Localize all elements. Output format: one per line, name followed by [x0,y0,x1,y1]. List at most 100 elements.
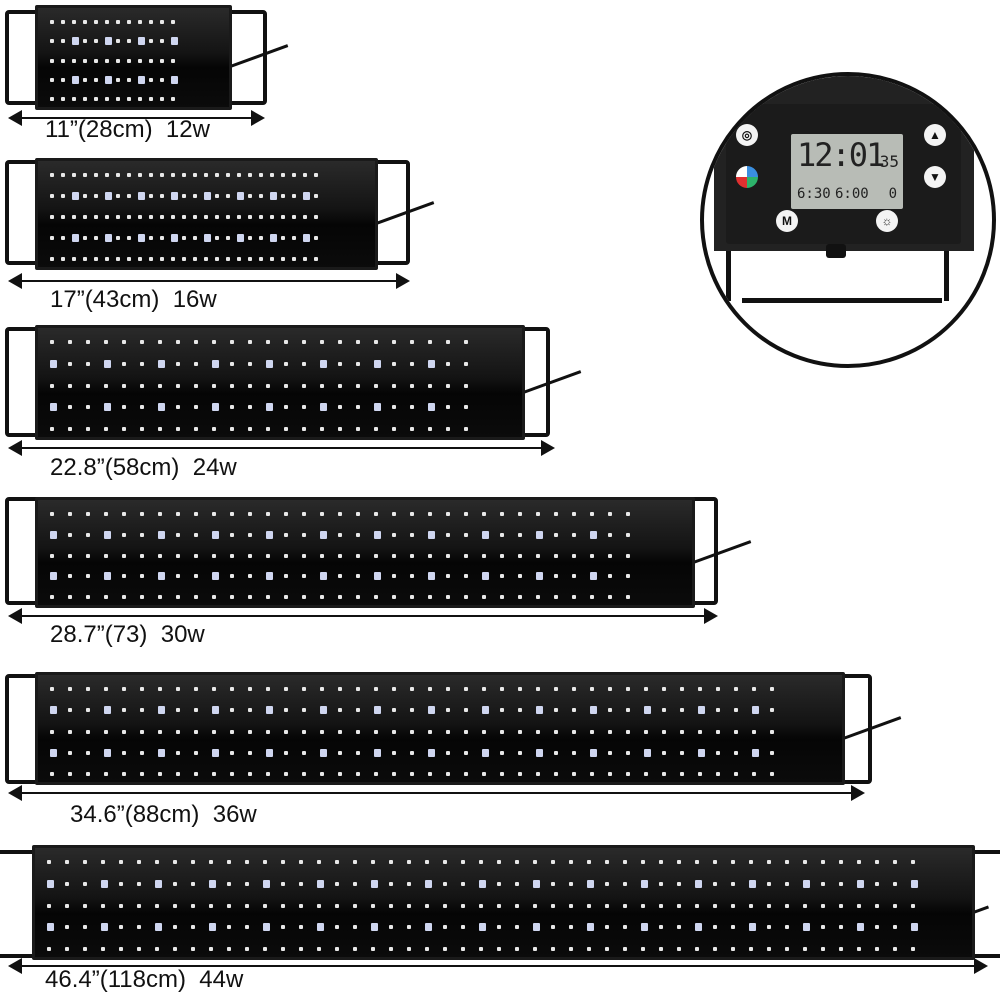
led-chip [138,20,142,24]
led-chip [105,97,109,101]
led-chip [572,595,576,599]
led-chip [212,530,219,539]
led-chip [61,173,65,177]
led-chip [536,553,540,558]
bulb-icon[interactable]: ☼ [876,210,898,232]
led-chip [734,750,738,755]
up-arrow-icon[interactable]: ▲ [924,124,946,146]
led-chip [479,860,483,864]
led-chip [425,879,432,888]
led-chip [371,860,375,864]
led-chip [149,58,153,63]
led-chip [155,860,159,864]
power-label: 24w [192,454,237,481]
led-chip [68,361,72,366]
led-chip [392,574,396,579]
product-label: 17”(43cm) 16w [50,286,217,314]
power-icon[interactable]: ◎ [736,124,758,146]
led-chip [149,257,153,261]
led-chip [320,572,327,581]
led-chip [227,925,231,930]
led-chip [86,574,90,579]
led-chip [752,748,759,757]
led-chip [101,947,105,951]
led-chip [500,687,504,691]
led-chip [749,947,753,951]
led-chip [193,173,197,177]
led-chip [428,748,435,757]
led-chip [284,340,288,344]
led-chip [338,383,342,388]
led-chip [374,748,381,757]
led-chip [248,215,252,219]
led-chip [911,903,915,908]
led-chip [554,687,558,691]
led-chip [464,532,468,537]
led-chip [266,729,270,734]
led-chip [140,512,144,516]
led-chip [500,772,504,776]
led-chip [356,729,360,734]
led-chip [176,729,180,734]
led-chip [554,708,558,713]
led-chip [302,687,306,691]
led-chip [68,532,72,537]
led-chip [72,75,79,84]
led-chip [320,687,324,691]
led-chip [320,383,324,388]
size-label: 11”(28cm) [45,116,153,143]
led-chip [50,595,54,599]
led-chip [500,532,504,537]
led-chip [590,572,597,581]
led-chip [587,903,591,908]
led-chip [482,530,489,539]
led-chip [356,750,360,755]
led-chip [626,553,630,558]
led-chip [875,903,879,908]
led-chip [374,359,381,368]
led-chip [713,860,717,864]
led-chip [226,257,230,261]
led-chip [320,359,327,368]
led-chip [94,236,98,240]
led-chip [428,427,432,431]
led-chip [122,729,126,734]
led-chip [911,923,918,932]
led-chip [303,192,310,200]
led-chip [641,923,648,932]
led-chip [171,20,175,24]
led-chip [83,903,87,908]
light-bar [35,158,378,270]
rgb-color-icon[interactable] [736,166,758,188]
led-chip [281,173,285,177]
led-chip [500,574,504,579]
led-chip [284,729,288,734]
led-chip [248,361,252,366]
led-chip [425,947,429,951]
mode-button[interactable]: M [776,210,798,232]
led-chip [86,361,90,366]
led-chip [335,860,339,864]
led-chip [893,881,897,886]
led-chip [677,947,681,951]
led-chip [356,574,360,579]
led-chip [803,879,810,888]
led-chip [47,860,51,864]
led-chip [292,215,296,219]
bracket-left [726,251,731,301]
led-chip [83,39,87,44]
led-chip [497,947,501,951]
led-chip [572,772,576,776]
led-chip [500,512,504,516]
led-chip [50,748,57,757]
led-chip [749,860,753,864]
bracket-rod [742,298,942,303]
led-chip [716,687,720,691]
led-chip [281,903,285,908]
led-chip [266,383,270,388]
led-chip [500,750,504,755]
led-chip [245,860,249,864]
led-chip [677,881,681,886]
led-chip [266,427,270,431]
down-arrow-icon[interactable]: ▼ [924,166,946,188]
